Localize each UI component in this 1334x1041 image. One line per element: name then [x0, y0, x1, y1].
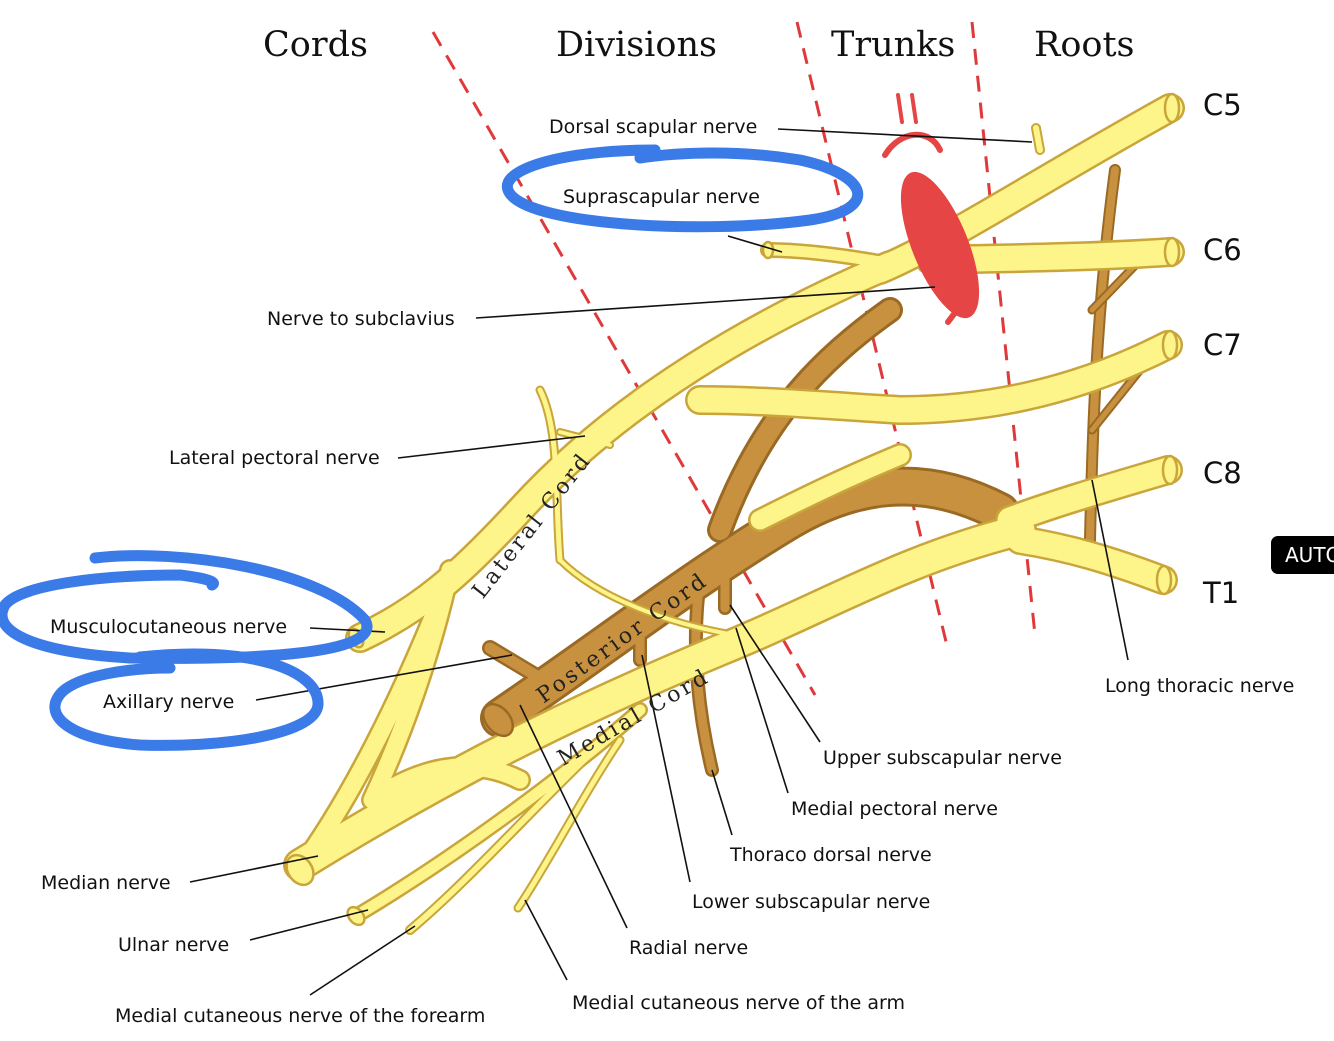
leader-lines: [189, 128, 1129, 996]
medial-cutaneous-forearm-label: Medial cutaneous nerve of the forearm: [115, 1005, 486, 1027]
root-label-c8: C8: [1203, 456, 1242, 490]
nerve-to-subclavius-label: Nerve to subclavius: [267, 308, 455, 330]
blue-annotation-circles: [0, 144, 863, 751]
cords-divisions-divider: [431, 31, 817, 696]
posterior-cord-end: [481, 702, 515, 738]
header-trunks: Trunks: [831, 25, 956, 65]
header-roots: Roots: [1034, 25, 1135, 65]
lower-subscapular-nerve-label: Lower subscapular nerve: [692, 891, 931, 913]
lateral-pectoral-nerve-label: Lateral pectoral nerve: [169, 447, 380, 469]
thoracodorsal-nerve-label: Thoraco dorsal nerve: [730, 844, 932, 866]
root-label-c5: C5: [1203, 88, 1242, 122]
musculocutaneous-nerve-label: Musculocutaneous nerve: [50, 616, 288, 638]
root-label-c6: C6: [1203, 233, 1242, 267]
median-nerve-label: Median nerve: [41, 872, 171, 894]
suprascapular-nerve-label: Suprascapular nerve: [563, 186, 760, 208]
ulnar-nerve-label: Ulnar nerve: [118, 934, 230, 956]
auto-badge[interactable]: AUTO: [1271, 536, 1334, 574]
medial-pectoral-nerve-label: Medial pectoral nerve: [791, 798, 998, 820]
dorsal-scapular-nerve-label: Dorsal scapular nerve: [549, 116, 758, 138]
header-divisions: Divisions: [556, 25, 717, 65]
header-cords: Cords: [263, 25, 368, 65]
red-annotation-scribbles: [882, 93, 980, 325]
upper-subscapular-nerve-label: Upper subscapular nerve: [823, 747, 1062, 769]
long-thoracic-nerve-label: Long thoracic nerve: [1105, 675, 1295, 697]
radial-nerve-label: Radial nerve: [629, 937, 749, 959]
medial-cutaneous-arm-label: Medial cutaneous nerve of the arm: [572, 992, 906, 1014]
axillary-nerve-label: Axillary nerve: [103, 691, 235, 713]
root-label-c7: C7: [1203, 328, 1242, 362]
root-label-t1: T1: [1203, 576, 1240, 610]
